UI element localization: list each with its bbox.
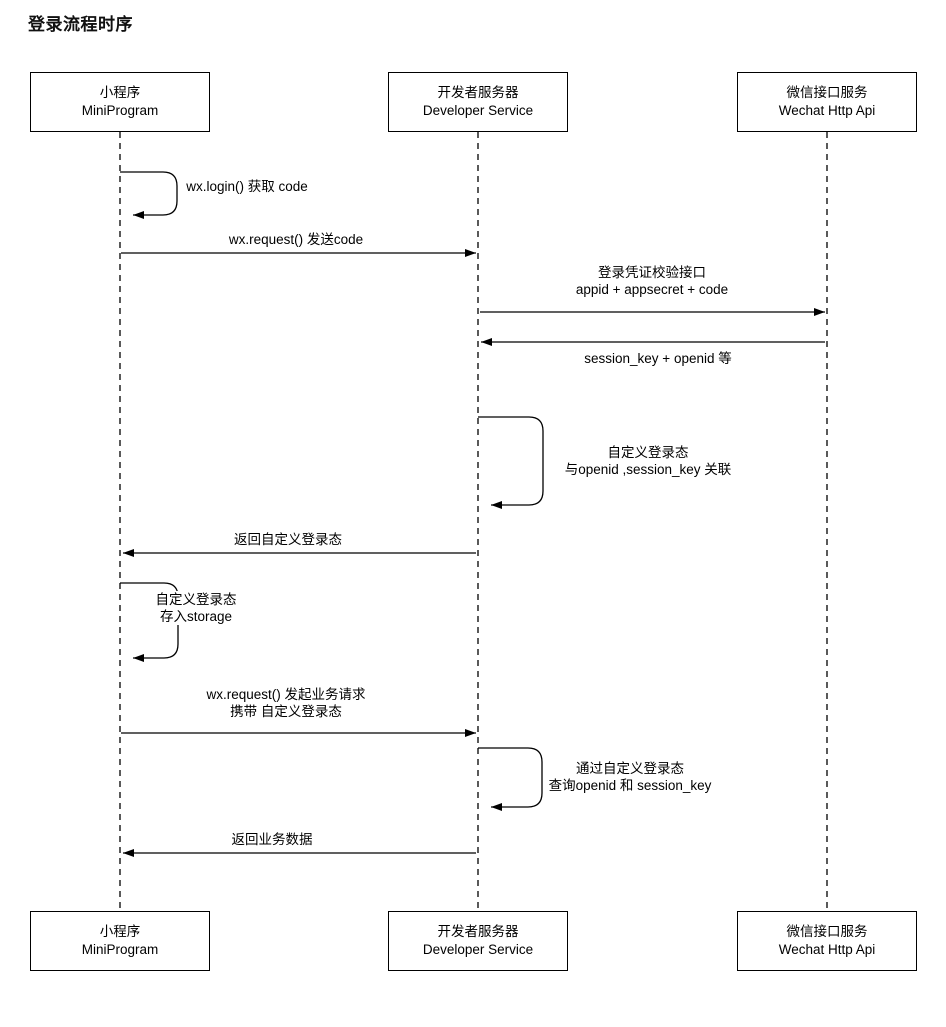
message-label-query-openid: 通过自定义登录态 查询openid 和 session_key xyxy=(545,760,715,794)
actor-label-zh: 微信接口服务 xyxy=(786,85,868,100)
message-label-wx-login: wx.login() 获取 code xyxy=(183,178,311,195)
message-label-store-storage: 自定义登录态 存入storage xyxy=(152,591,240,625)
self-message-custom-login-state-arrow xyxy=(478,416,544,509)
actor-box-wechat-http-api-top: 微信接口服务 Wechat Http Api xyxy=(737,72,917,132)
actor-label-zh: 小程序 xyxy=(99,85,141,100)
actor-label-zh: 微信接口服务 xyxy=(786,924,868,939)
actor-box-miniprogram-bottom: 小程序 MiniProgram xyxy=(30,911,210,971)
message-label-session-key-return: session_key + openid 等 xyxy=(581,350,735,367)
actor-label-zh: 小程序 xyxy=(99,924,141,939)
self-message-query-openid-arrow xyxy=(478,747,543,811)
actor-box-miniprogram-top: 小程序 MiniProgram xyxy=(30,72,210,132)
actor-label-en: Developer Service xyxy=(422,103,534,118)
actor-label-zh: 开发者服务器 xyxy=(437,924,519,939)
actor-label-en: MiniProgram xyxy=(81,942,159,957)
message-label-credential-check: 登录凭证校验接口 appid + appsecret + code xyxy=(572,264,732,298)
actor-label-en: MiniProgram xyxy=(81,103,159,118)
actor-box-wechat-http-api-bottom: 微信接口服务 Wechat Http Api xyxy=(737,911,917,971)
diagram-title: 登录流程时序 xyxy=(28,15,133,34)
message-label-return-business-data: 返回业务数据 xyxy=(228,831,316,848)
message-label-business-request: wx.request() 发起业务请求 携带 自定义登录态 xyxy=(203,686,369,720)
message-label-send-code: wx.request() 发送code xyxy=(225,231,367,248)
actor-box-developer-service-bottom: 开发者服务器 Developer Service xyxy=(388,911,568,971)
actor-label-en: Wechat Http Api xyxy=(778,103,876,118)
message-label-return-login-state: 返回自定义登录态 xyxy=(231,531,345,548)
actor-label-en: Developer Service xyxy=(422,942,534,957)
self-message-wx-login-arrow xyxy=(120,171,178,219)
message-label-custom-login-state: 自定义登录态 与openid ,session_key 关联 xyxy=(561,444,735,478)
actor-label-zh: 开发者服务器 xyxy=(437,85,519,100)
actor-box-developer-service-top: 开发者服务器 Developer Service xyxy=(388,72,568,132)
actor-label-en: Wechat Http Api xyxy=(778,942,876,957)
